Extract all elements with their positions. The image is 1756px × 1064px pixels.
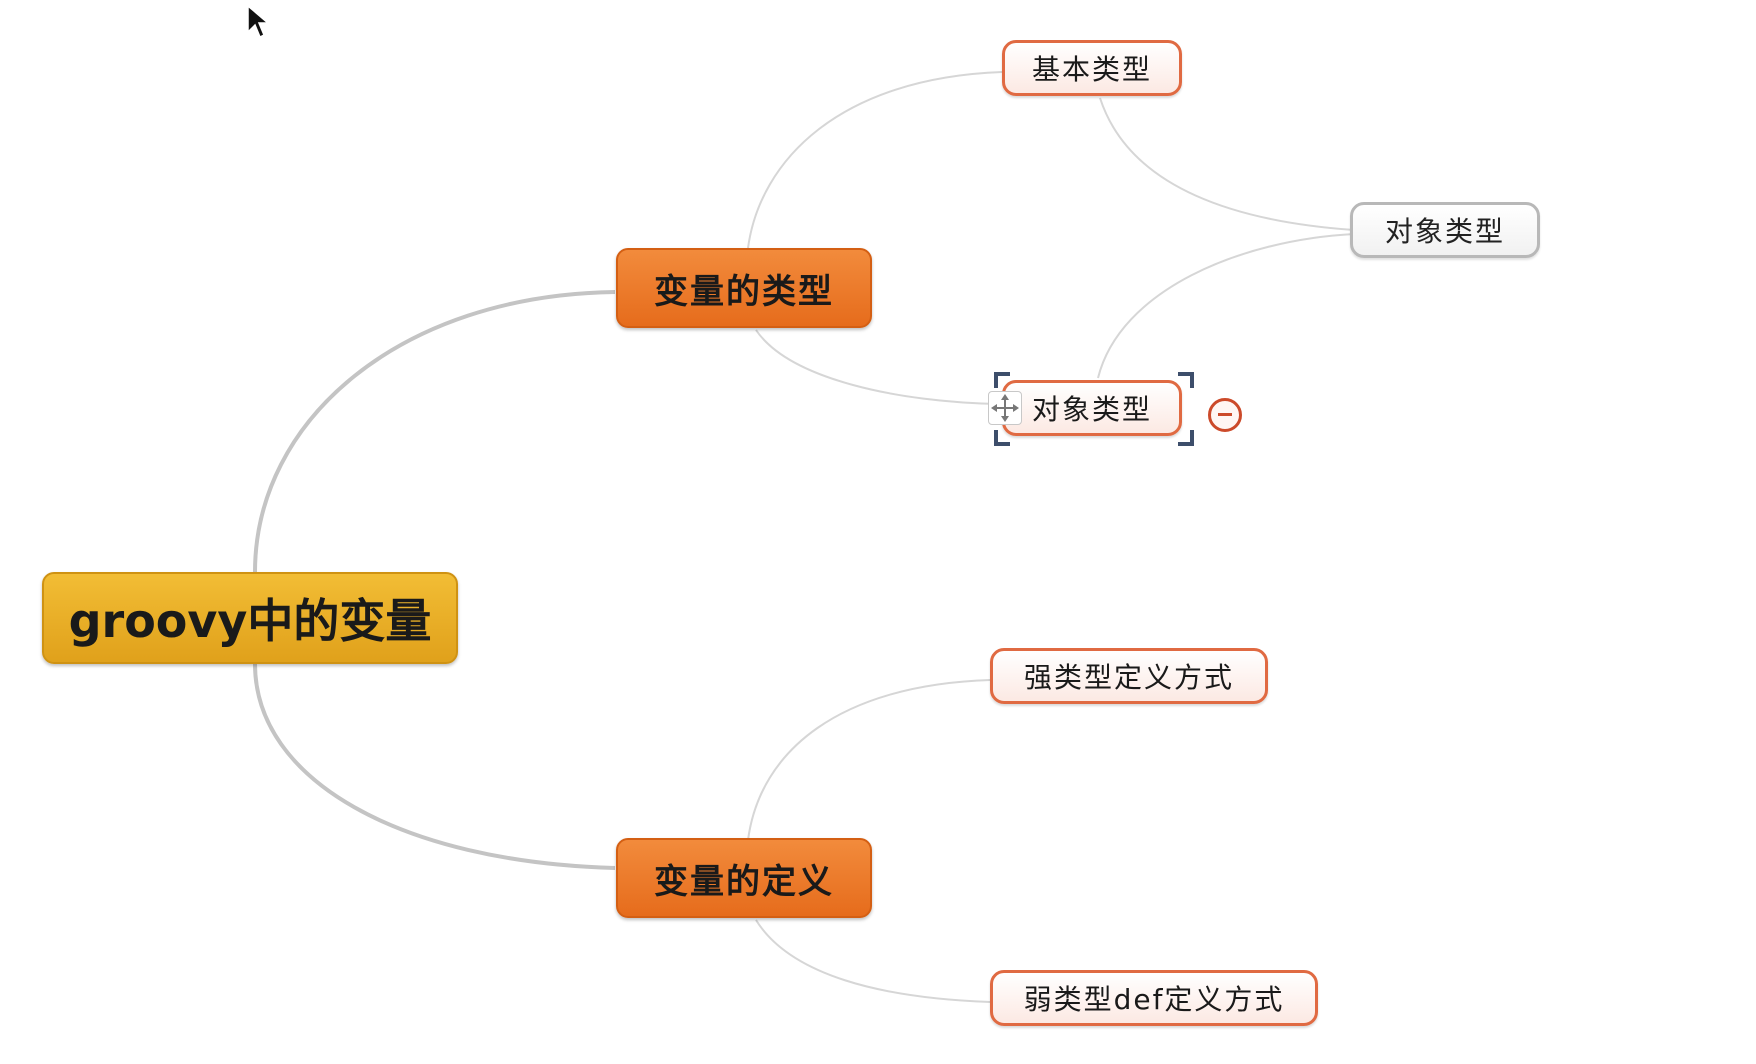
subtopic-label: 基本类型 [1031, 53, 1152, 86]
subtopic-object-type-selected[interactable]: 对象类型 [1002, 380, 1182, 436]
selection-handle-top-left[interactable] [994, 372, 1010, 388]
subtopic-label: 对象类型 [1031, 393, 1152, 426]
selection-handle-bottom-left[interactable] [994, 430, 1010, 446]
connector-branch-2-to-weak [755, 919, 991, 1003]
move-icon[interactable] [988, 391, 1022, 425]
subtopic-label: 强类型定义方式 [1023, 661, 1234, 694]
subtopic-basic-type[interactable]: 基本类型 [1002, 40, 1182, 96]
connector-root-to-branch-2 [253, 663, 616, 870]
branch-topic-variable-definition[interactable]: 变量的定义 [616, 838, 872, 918]
root-topic[interactable]: groovy中的变量 [42, 572, 458, 664]
collapse-icon[interactable] [1208, 398, 1242, 432]
subtopic-label: 弱类型def定义方式 [1023, 983, 1285, 1016]
subtopic-strong-type-definition[interactable]: 强类型定义方式 [990, 648, 1268, 704]
cursor-icon [246, 4, 271, 40]
connector-branch-2-to-strong [747, 679, 991, 841]
selection-handle-top-right[interactable] [1178, 372, 1194, 388]
connector-basic-to-floating [1099, 97, 1355, 231]
floating-topic-object-type[interactable]: 对象类型 [1350, 202, 1540, 258]
connector-object-to-floating [1097, 233, 1355, 379]
branch-topic-variable-types[interactable]: 变量的类型 [616, 248, 872, 328]
branch-topic-label: 变量的定义 [654, 861, 834, 902]
connector-branch-1-to-basic [747, 71, 1003, 249]
connector-branch-1-to-object [755, 329, 999, 405]
connector-root-to-branch-1 [253, 290, 616, 573]
subtopic-weak-type-def-definition[interactable]: 弱类型def定义方式 [990, 970, 1318, 1026]
root-topic-label: groovy中的变量 [68, 594, 432, 648]
selection-handle-bottom-right[interactable] [1178, 430, 1194, 446]
branch-topic-label: 变量的类型 [654, 271, 834, 312]
floating-topic-label: 对象类型 [1384, 215, 1505, 248]
